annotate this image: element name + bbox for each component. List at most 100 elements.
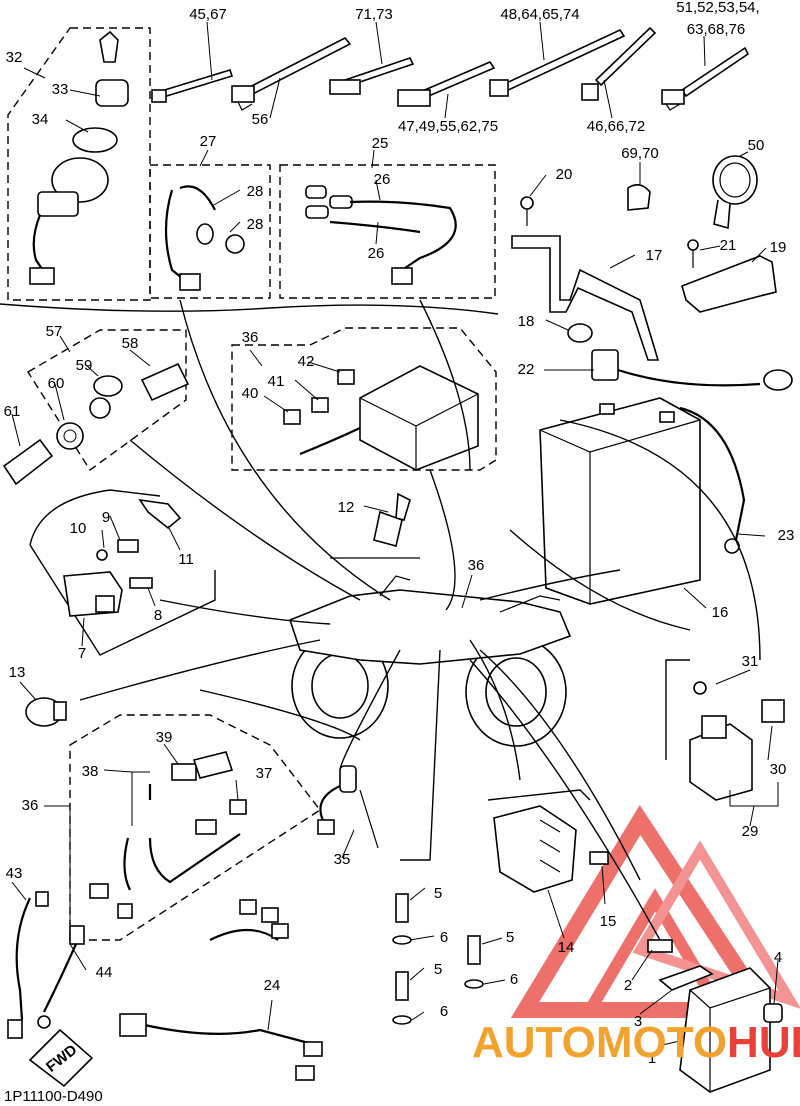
callout-c24: 24: [264, 977, 281, 994]
group-36-box: [231, 327, 497, 471]
callout-c5c: 5: [434, 961, 442, 978]
callout-c6970: 69,70: [621, 145, 659, 162]
callout-c30: 30: [770, 761, 787, 778]
routing-line-6: [429, 469, 456, 611]
cable-tie-71-73: [329, 57, 415, 95]
battery-16: [539, 397, 701, 605]
routing-line-12: [400, 649, 441, 861]
fuse-40: [283, 409, 301, 425]
callout-c57: 57: [46, 323, 63, 340]
bracket-19: [681, 255, 777, 313]
callout-c33: 33: [52, 81, 69, 98]
rectifier-regulator-14: [493, 805, 577, 893]
routing-line-3: [159, 599, 331, 625]
bolt-15: [589, 851, 609, 865]
cap-59: [89, 375, 123, 419]
bolt-5-a: [395, 893, 409, 923]
callout-c11: 11: [178, 551, 194, 568]
callout-c1: 1: [648, 1050, 656, 1067]
callout-c36b: 36: [468, 557, 485, 574]
group-25-box: [279, 164, 496, 299]
callout-c16: 16: [712, 604, 729, 621]
routing-line-7: [509, 529, 691, 631]
holder-69-70: [627, 184, 651, 211]
routing-line-1: [179, 299, 391, 601]
callout-c6a: 6: [440, 929, 448, 946]
callout-c6c: 6: [440, 1003, 448, 1020]
coil-7: [63, 571, 123, 617]
wire-harness-box: [69, 714, 322, 941]
callout-c37: 37: [256, 765, 273, 782]
relay-group-boundary: [665, 659, 690, 760]
callout-c40: 40: [242, 385, 259, 402]
routing-line-8: [479, 569, 621, 601]
fuse-30: [761, 699, 785, 723]
cable-tie-48: [489, 28, 626, 97]
ignition-coil-boundary: [29, 489, 216, 656]
lead-43: [7, 891, 51, 1039]
group-57-box: [27, 329, 187, 472]
fwd-arrow: [28, 1028, 94, 1088]
callout-c34: 34: [32, 111, 49, 128]
watermark-text: AUTOMOTOHUB: [472, 1018, 800, 1067]
callout-c3: 3: [634, 1013, 642, 1030]
nut-60: [56, 422, 84, 450]
spark-plug-12: [330, 492, 420, 559]
callout-c35: 35: [334, 851, 351, 868]
callout-c31: 31: [742, 653, 759, 670]
callout-c7173: 71,73: [355, 6, 393, 23]
callout-c43: 43: [6, 865, 23, 882]
battery-band-22: [591, 349, 793, 391]
bolt-31: [693, 681, 707, 695]
callout-c26a: 26: [374, 171, 391, 188]
lead-44: [43, 925, 85, 1013]
bracket-17: [511, 235, 660, 361]
bolt-20: [520, 196, 534, 226]
callout-c28a: 28: [247, 183, 264, 200]
callout-c50: 50: [748, 137, 765, 154]
routing-line-9: [479, 649, 641, 881]
brake-switch-35: [317, 765, 379, 849]
callout-c8: 8: [154, 607, 162, 624]
callout-c19: 19: [770, 239, 787, 256]
band-50: [712, 155, 758, 230]
callout-c58: 58: [122, 335, 139, 352]
callout-c9: 9: [102, 509, 110, 526]
callout-c28b: 28: [247, 216, 264, 233]
callout-c15: 15: [600, 913, 617, 930]
callout-c10: 10: [70, 520, 87, 537]
callout-c6b: 6: [510, 971, 518, 988]
callout-c36c: 36: [22, 797, 39, 814]
drawing-code: 1P11100-D490: [4, 1088, 103, 1105]
callout-c32: 32: [6, 49, 23, 66]
callout-c14: 14: [558, 939, 575, 956]
callout-c36a: 36: [242, 329, 259, 346]
atv-body: [289, 575, 572, 747]
callout-c18: 18: [518, 313, 535, 330]
callout-c26b: 26: [368, 245, 385, 262]
fuse-41: [311, 397, 329, 413]
callout-c23: 23: [778, 527, 795, 544]
wire-lead-24: [119, 1013, 323, 1081]
boot-61: [2, 438, 54, 486]
sensor-4: [763, 1003, 783, 1023]
routing-line-14: [559, 419, 761, 661]
callout-c5b: 5: [506, 929, 514, 946]
callout-c51a: 51,52,53,54,: [676, 0, 759, 16]
callout-c48: 48,64,65,74: [500, 6, 579, 23]
callout-c56: 56: [252, 111, 269, 128]
wire-harness-36: [89, 751, 247, 919]
harness-branch-wires: [209, 899, 289, 941]
callout-c59: 59: [76, 357, 93, 374]
sub-lead-37: [229, 799, 247, 815]
main-switch-group-box: [7, 27, 151, 301]
callout-c7: 7: [78, 645, 86, 662]
callout-c38: 38: [82, 763, 99, 780]
routing-line-10: [469, 659, 661, 941]
callout-labels: 1234555666789101112131415161718192021222…: [4, 0, 795, 1067]
group-27-box: [149, 164, 271, 299]
routing-line-4: [79, 639, 321, 701]
upper-group-boundary: [0, 303, 499, 315]
rectifier-boundary: [487, 789, 591, 801]
